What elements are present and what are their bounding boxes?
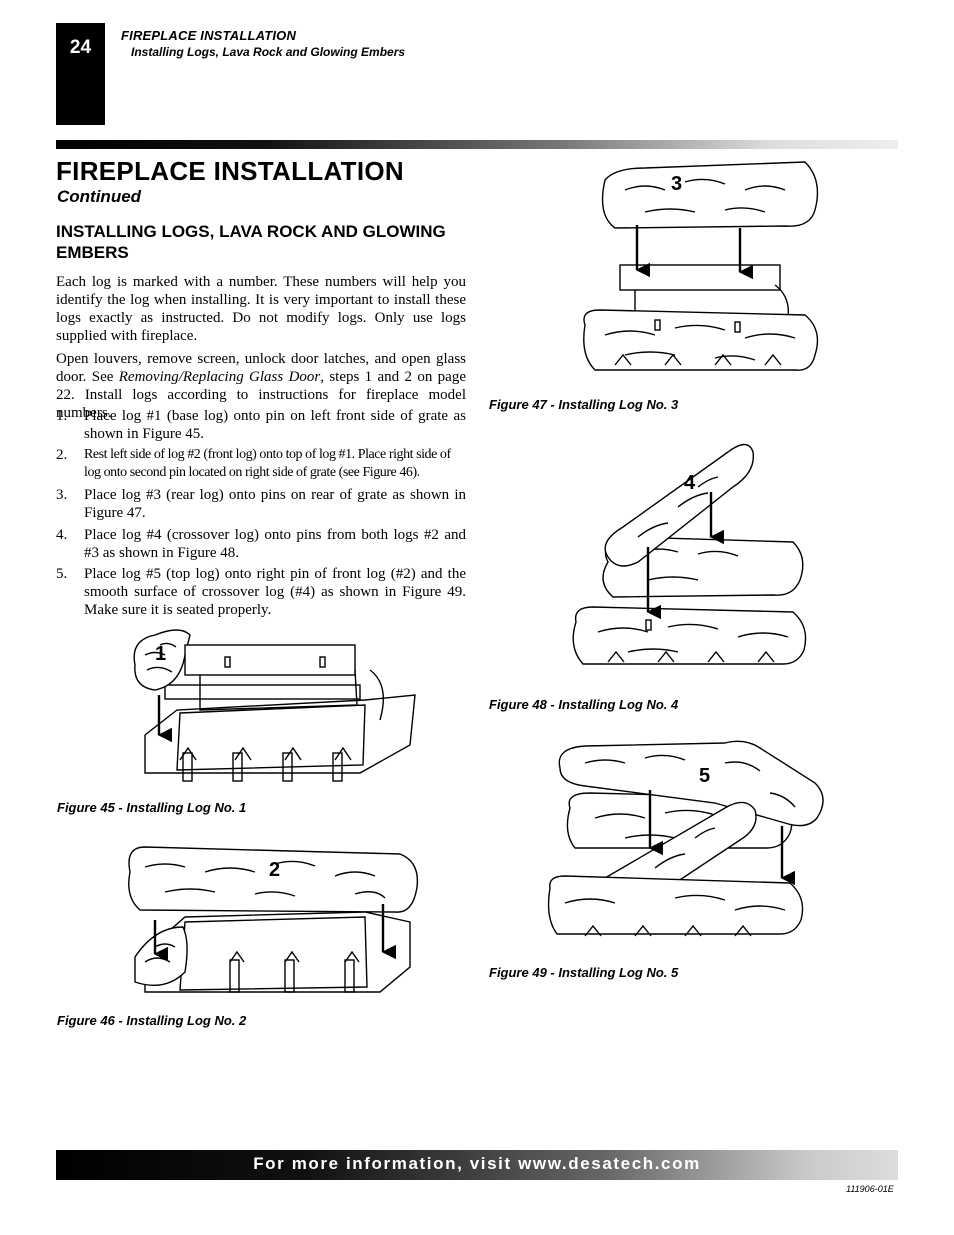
page-number: 24 bbox=[69, 37, 92, 58]
grate-icon bbox=[584, 924, 752, 937]
step-text: Place log #4 (crossover log) onto pins f… bbox=[84, 527, 466, 561]
log-number-label: 5 bbox=[699, 765, 710, 787]
grate-icon bbox=[614, 353, 782, 366]
figure-46-illustration: 2 bbox=[128, 846, 419, 993]
intro-paragraph: Each log is marked with a number. These … bbox=[56, 274, 466, 344]
section-heading: INSTALLING LOGS, LAVA ROCK AND GLOWING E… bbox=[56, 222, 446, 262]
step-3: 3. Place log #3 (rear log) onto pins on r… bbox=[56, 486, 466, 522]
para2-text-b: , steps 1 and 2 on page 22. Install logs… bbox=[56, 369, 466, 421]
running-header-subtitle: Installing Logs, Lava Rock and Glowing E… bbox=[131, 45, 406, 59]
log-icon bbox=[558, 740, 824, 921]
continued-label: Continued bbox=[57, 187, 142, 206]
grate-icon bbox=[144, 669, 416, 782]
log-number-label: 3 bbox=[671, 173, 682, 195]
step-1: 1. Place log #1 (base log) onto pin on le… bbox=[56, 407, 466, 443]
step-2: 2. Rest left side of log #2 (front log) o… bbox=[56, 446, 466, 482]
para2-text-a: Open louvers, remove screen, unlock door… bbox=[56, 351, 466, 385]
log-number-label: 2 bbox=[269, 859, 280, 881]
figure-46-caption: Figure 46 - Installing Log No. 2 bbox=[57, 1013, 247, 1028]
figure-47-illustration: 3 bbox=[583, 161, 819, 371]
figure-49-caption: Figure 49 - Installing Log No. 5 bbox=[489, 965, 679, 980]
footer-bar: For more information, visit www.desatech… bbox=[56, 1150, 898, 1180]
page-number-tab: 24 bbox=[56, 23, 105, 125]
figure-45-caption: Figure 45 - Installing Log No. 1 bbox=[57, 800, 247, 815]
cross-reference: Removing/Replacing Glass Door bbox=[118, 369, 321, 385]
figure-48-illustration: 4 bbox=[572, 443, 807, 665]
step-number: 5. bbox=[56, 566, 68, 582]
running-header-title: FIREPLACE INSTALLATION bbox=[121, 28, 297, 43]
step-text: Place log #5 (top log) onto right pin of… bbox=[84, 566, 466, 618]
figure-45-illustration: 1 bbox=[133, 629, 416, 782]
figure-48-caption: Figure 48 - Installing Log No. 4 bbox=[489, 697, 679, 712]
log-icon bbox=[547, 875, 804, 935]
step-5: 5. Place log #5 (top log) onto right pin … bbox=[56, 565, 466, 619]
log-icon bbox=[602, 443, 804, 598]
figure-47-caption: Figure 47 - Installing Log No. 3 bbox=[489, 397, 679, 412]
instructions-paragraph: Open louvers, remove screen, unlock door… bbox=[56, 350, 466, 422]
log-number-label: 1 bbox=[155, 643, 166, 665]
log-icon bbox=[601, 161, 819, 229]
page-title: FIREPLACE INSTALLATION bbox=[56, 156, 404, 186]
header-rule bbox=[56, 140, 898, 149]
step-text: Place log #3 (rear log) onto pins on rea… bbox=[84, 487, 466, 521]
step-number: 3. bbox=[56, 487, 68, 503]
footer-website-text: For more information, visit www.desatech… bbox=[253, 1154, 701, 1173]
grate-icon bbox=[607, 650, 775, 663]
figure-49-illustration: 5 bbox=[547, 740, 824, 937]
log-icon bbox=[583, 309, 819, 371]
log-number-label: 4 bbox=[684, 472, 696, 494]
document-number: 111906-01E bbox=[846, 1184, 894, 1194]
step-number: 2. bbox=[56, 447, 68, 463]
step-number: 1. bbox=[56, 408, 68, 424]
log-icon bbox=[128, 846, 419, 986]
step-4: 4. Place log #4 (crossover log) onto pins… bbox=[56, 526, 466, 562]
step-number: 4. bbox=[56, 527, 68, 543]
step-text: Rest left side of log #2 (front log) ont… bbox=[84, 447, 451, 480]
step-text: Place log #1 (base log) onto pin on left… bbox=[84, 408, 466, 442]
log-icon bbox=[133, 629, 356, 691]
log-icon bbox=[572, 606, 807, 665]
